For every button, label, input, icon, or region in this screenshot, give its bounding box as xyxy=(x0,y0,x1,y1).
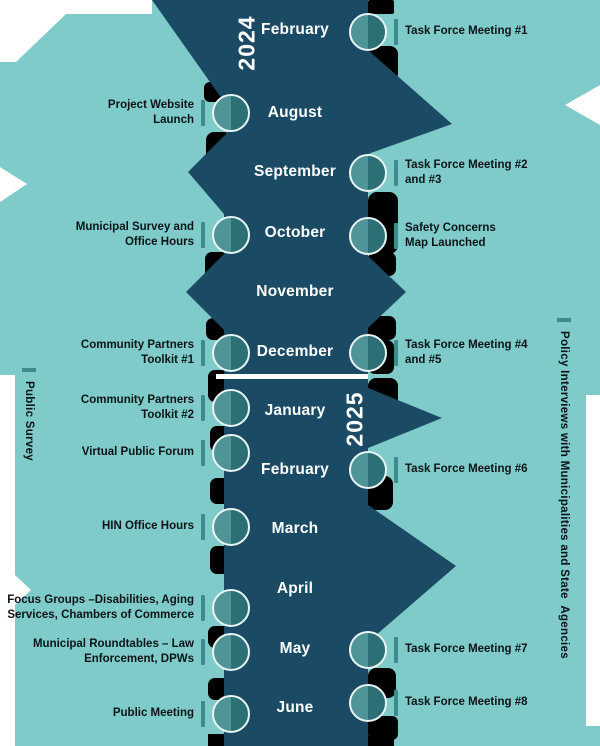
event-label: Safety Concerns Map Launched xyxy=(405,221,496,249)
month-label: August xyxy=(267,104,323,121)
event-label: Municipal Roundtables – Law Enforcement,… xyxy=(32,637,194,665)
event-label: Community Partners Toolkit #1 xyxy=(80,338,194,366)
event-tick-icon xyxy=(201,595,205,621)
timeline-event: HIN Office Hours xyxy=(102,508,250,546)
background-gap xyxy=(586,395,600,726)
month-label: April xyxy=(276,580,314,597)
event-tick-icon xyxy=(201,639,205,665)
month-label: June xyxy=(276,699,314,716)
month-label: March xyxy=(271,520,319,537)
month-label: December xyxy=(256,343,334,360)
event-tick-icon xyxy=(201,440,205,466)
timeline-event: Task Force Meeting #6 xyxy=(349,451,528,489)
event-tick-icon xyxy=(394,340,398,366)
event-label: Community Partners Toolkit #2 xyxy=(80,393,194,421)
event-tick-icon xyxy=(394,637,398,663)
event-tick-icon xyxy=(394,457,398,483)
background-gap xyxy=(0,167,27,202)
event-tick-icon xyxy=(201,514,205,540)
event-label: Task Force Meeting #4 and #5 xyxy=(405,338,528,366)
event-marker-dot xyxy=(349,684,387,722)
month-label: February xyxy=(261,461,329,478)
background-gap xyxy=(565,85,600,125)
timeline-event: Municipal Roundtables – Law Enforcement,… xyxy=(33,633,250,671)
event-marker-dot xyxy=(212,389,250,427)
event-marker-dot xyxy=(349,631,387,669)
month-label: November xyxy=(256,283,334,300)
event-marker-dot xyxy=(349,217,387,255)
event-marker-dot xyxy=(212,434,250,472)
timeline-event: Task Force Meeting #4 and #5 xyxy=(349,334,528,372)
timeline-event: Virtual Public Forum xyxy=(82,434,250,472)
event-label: Task Force Meeting #8 xyxy=(405,696,528,709)
shadow-shape xyxy=(368,316,396,340)
event-marker-dot xyxy=(349,13,387,51)
timeline-event: Task Force Meeting #1 xyxy=(349,13,528,51)
event-tick-icon xyxy=(201,222,205,248)
event-marker-dot xyxy=(212,695,250,733)
event-marker-dot xyxy=(212,633,250,671)
timeline-event: Task Force Meeting #2 and #3 xyxy=(349,154,528,192)
event-marker-dot xyxy=(212,216,250,254)
event-marker-dot xyxy=(212,589,250,627)
timeline-event: Safety Concerns Map Launched xyxy=(349,217,496,255)
timeline-event: Project Website Launch xyxy=(108,94,250,132)
side-label-dash-icon xyxy=(557,318,571,322)
event-tick-icon xyxy=(201,100,205,126)
shadow-shape xyxy=(348,736,394,746)
event-marker-dot xyxy=(212,334,250,372)
background-gap xyxy=(0,375,15,746)
timeline-event: Focus Groups –Disabilities, Aging Servic… xyxy=(7,589,250,627)
event-label: Project Website Launch xyxy=(107,98,194,126)
event-marker-dot xyxy=(349,154,387,192)
background-gap xyxy=(0,0,152,62)
event-marker-dot xyxy=(212,508,250,546)
month-label: January xyxy=(264,402,326,419)
timeline-ribbon xyxy=(152,0,456,746)
event-marker-dot xyxy=(349,451,387,489)
side-label-text: Public Survey xyxy=(23,381,35,461)
month-label: February xyxy=(261,21,329,38)
event-tick-icon xyxy=(394,160,398,186)
event-label: Task Force Meeting #1 xyxy=(405,25,528,38)
event-label: Task Force Meeting #6 xyxy=(405,463,528,476)
event-label: HIN Office Hours xyxy=(101,520,194,533)
event-label: Municipal Survey and Office Hours xyxy=(75,220,194,248)
event-tick-icon xyxy=(201,701,205,727)
event-tick-icon xyxy=(394,223,398,249)
timeline-event: Community Partners Toolkit #1 xyxy=(81,334,250,372)
shadow-shape xyxy=(368,0,394,14)
month-label: September xyxy=(254,163,336,180)
event-label: Task Force Meeting #2 and #3 xyxy=(405,158,528,186)
event-label: Task Force Meeting #7 xyxy=(405,643,528,656)
timeline-event: Public Meeting xyxy=(113,695,250,733)
event-label: Virtual Public Forum xyxy=(81,446,194,459)
event-label: Focus Groups –Disabilities, Aging Servic… xyxy=(7,593,194,621)
side-label-text: Policy Interviews with Municipalities an… xyxy=(558,331,570,659)
timeline-event: Task Force Meeting #8 xyxy=(349,684,528,722)
event-label: Public Meeting xyxy=(112,707,194,720)
event-marker-dot xyxy=(349,334,387,372)
side-label-public-survey: Public Survey xyxy=(22,368,36,461)
event-tick-icon xyxy=(394,19,398,45)
timeline-event: Municipal Survey and Office Hours xyxy=(76,216,250,254)
event-marker-dot xyxy=(212,94,250,132)
month-label: October xyxy=(264,224,326,241)
timeline-event: Task Force Meeting #7 xyxy=(349,631,528,669)
side-label-policy-interviews: Policy Interviews with Municipalities an… xyxy=(557,318,571,659)
event-tick-icon xyxy=(201,340,205,366)
month-label: May xyxy=(279,640,311,657)
event-tick-icon xyxy=(394,690,398,716)
event-tick-icon xyxy=(201,395,205,421)
side-label-dash-icon xyxy=(22,368,36,372)
year-divider-line xyxy=(216,374,368,379)
shadow-shape xyxy=(368,716,398,740)
timeline-event: Community Partners Toolkit #2 xyxy=(81,389,250,427)
background-gap xyxy=(15,575,31,605)
